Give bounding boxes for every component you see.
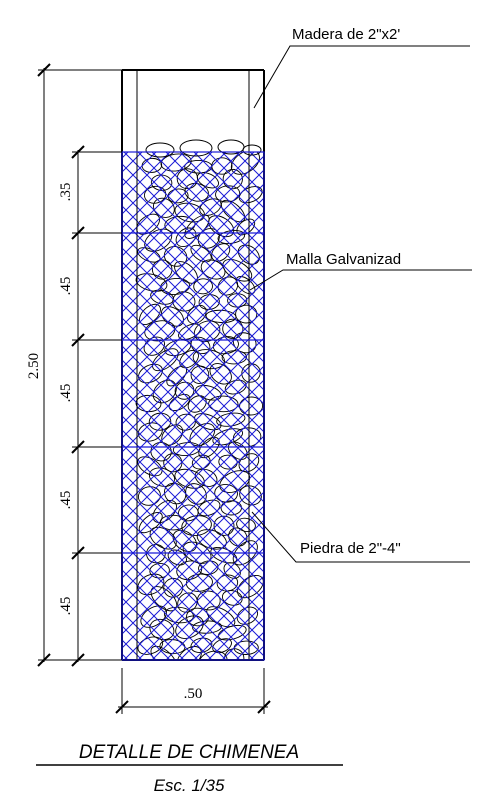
- stone-label: Piedra de 2"-4": [300, 540, 401, 557]
- wood-label: Madera de 2"x2': [292, 26, 400, 43]
- segment-5-label: .45: [58, 597, 74, 616]
- stone-top-row: [145, 139, 262, 158]
- drawing-scale: Esc. 1/35: [154, 776, 225, 795]
- segment-1-label: .35: [58, 183, 74, 202]
- title-block: DETALLE DE CHIMENEA Esc. 1/35: [36, 742, 343, 795]
- mesh-sections: [121, 151, 265, 661]
- mesh-label: Malla Galvanizad: [286, 251, 401, 268]
- wood-callout: Madera de 2"x2': [253, 26, 470, 109]
- total-height-label: 2.50: [26, 353, 42, 379]
- segment-2-label: .45: [58, 277, 74, 296]
- segment-4-label: .45: [58, 491, 74, 510]
- mesh-callout: Malla Galvanizad: [249, 251, 472, 291]
- segment-3-label: .45: [58, 384, 74, 403]
- width-dimension: .50: [115, 668, 271, 714]
- stone-callout: Piedra de 2"-4": [251, 511, 470, 563]
- drawing-title: DETALLE DE CHIMENEA: [79, 742, 299, 763]
- galvanized-mesh: [122, 152, 264, 660]
- total-height-dimension: 2.50: [26, 63, 122, 667]
- width-label: .50: [184, 686, 203, 702]
- segment-dimensions: .35 .45 .45 .45 .45: [58, 145, 122, 667]
